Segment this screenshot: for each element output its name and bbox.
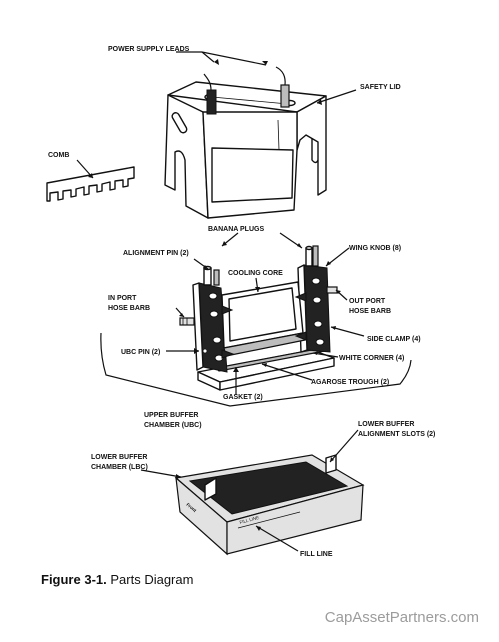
- label-cooling-core: COOLING CORE: [228, 270, 283, 277]
- label-upper-buffer-1: UPPER BUFFER: [144, 412, 198, 419]
- label-safety-lid: SAFETY LID: [360, 84, 401, 91]
- label-lower-buffer-slots-2: ALIGNMENT SLOTS (2): [358, 431, 435, 438]
- label-alignment-pin: ALIGNMENT PIN (2): [123, 250, 189, 257]
- label-power-supply-leads: POWER SUPPLY LEADS: [108, 46, 190, 53]
- label-comb: COMB: [48, 152, 69, 159]
- figure-title: Parts Diagram: [106, 572, 194, 587]
- figure-caption: Figure 3-1. Parts Diagram: [41, 572, 193, 587]
- fill-line-marking: FILL LINE: [239, 515, 260, 525]
- label-in-port-1: IN PORT: [108, 295, 137, 302]
- label-lower-buffer-chamber-1: LOWER BUFFER: [91, 454, 147, 461]
- figure-number: Figure 3-1.: [41, 572, 107, 587]
- watermark: CapAssetPartners.com: [324, 609, 479, 626]
- label-lower-buffer-slots-1: LOWER BUFFER: [358, 421, 414, 428]
- safety-lid: [164, 81, 327, 219]
- upper-buffer-chamber: [179, 245, 338, 391]
- leader-lines: [76, 51, 412, 552]
- label-out-port-1: OUT PORT: [349, 298, 386, 305]
- label-banana-plugs: BANANA PLUGS: [208, 226, 264, 233]
- parts-diagram: POWER SUPPLY LEADS SAFETY LID COMB BANAN…: [46, 46, 435, 558]
- label-out-port-2: HOSE BARB: [349, 308, 391, 315]
- label-fill-line: FILL LINE: [300, 551, 333, 558]
- label-ubc-pin: UBC PIN (2): [121, 349, 160, 356]
- label-white-corner: WHITE CORNER (4): [339, 355, 404, 362]
- label-side-clamp: SIDE CLAMP (4): [367, 336, 421, 343]
- label-upper-buffer-2: CHAMBER (UBC): [144, 422, 202, 429]
- label-gasket: GASKET (2): [223, 394, 263, 401]
- front-marking: Front: [185, 502, 197, 514]
- label-wing-knob: WING KNOB (8): [349, 245, 401, 252]
- power-supply-leads: [203, 66, 290, 115]
- label-lower-buffer-chamber-2: CHAMBER (LBC): [91, 464, 148, 471]
- label-in-port-2: HOSE BARB: [108, 305, 150, 312]
- lower-buffer-chamber: [174, 454, 365, 556]
- comb: [46, 166, 135, 202]
- label-agarose-trough: AGAROSE TROUGH (2): [311, 379, 389, 386]
